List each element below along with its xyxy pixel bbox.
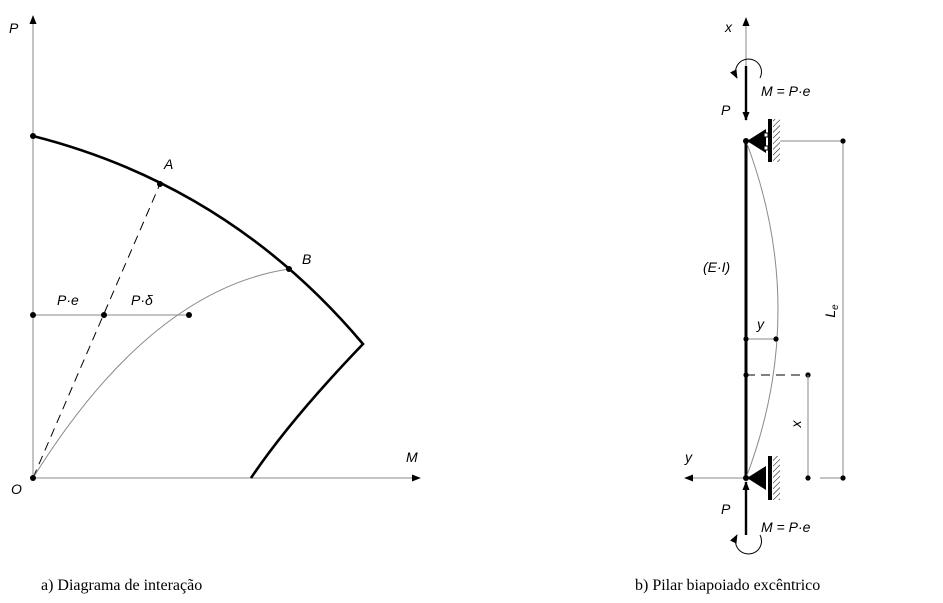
bottom-pin-support bbox=[747, 456, 780, 500]
le-label-sub: e bbox=[830, 304, 841, 310]
caption-b: b) Pilar biapoiado excêntrico bbox=[635, 577, 820, 594]
interaction-curve bbox=[32, 134, 365, 479]
point-b-dot bbox=[286, 266, 292, 272]
deflection-y-left bbox=[743, 336, 749, 342]
caption-a: a) Diagrama de interação bbox=[41, 577, 202, 594]
y-axis-label: y bbox=[684, 449, 693, 465]
stiffness-label: (E·I) bbox=[703, 259, 730, 275]
point-pdelta bbox=[186, 312, 192, 318]
column-diagram: x M = P·e P (E·I) y x bbox=[635, 17, 846, 594]
load-path-curve bbox=[32, 268, 290, 479]
deflection-y-right bbox=[773, 336, 779, 342]
interaction-diagram: P M O A B P·e P·δ a) Diagrama de interaç… bbox=[9, 15, 421, 594]
top-moment-arrow bbox=[730, 58, 762, 79]
point-p-axis-top bbox=[30, 133, 36, 139]
top-load-label: P bbox=[721, 102, 731, 118]
top-moment-label: M = P·e bbox=[761, 83, 811, 99]
point-a-dot bbox=[157, 181, 163, 187]
point-pe bbox=[101, 312, 107, 318]
p-axis-label: P bbox=[9, 20, 19, 36]
le-dimension-bottom bbox=[840, 475, 846, 481]
top-joint bbox=[743, 138, 749, 144]
bottom-moment-label: M = P·e bbox=[761, 519, 811, 535]
m-axis-label: M bbox=[406, 449, 418, 465]
bottom-moment-arrow bbox=[730, 534, 762, 555]
deflected-shape bbox=[745, 140, 779, 479]
le-dimension-top bbox=[840, 138, 846, 144]
le-label-main: L bbox=[822, 310, 838, 318]
top-roller-support bbox=[747, 119, 780, 162]
point-origin bbox=[30, 475, 36, 481]
x-axis-label: x bbox=[724, 19, 733, 35]
dashed-line-oa bbox=[32, 183, 161, 479]
x-dimension-label: x bbox=[788, 420, 804, 429]
bottom-joint bbox=[743, 475, 749, 481]
point-b-label: B bbox=[302, 251, 311, 267]
section-x-left bbox=[743, 372, 749, 378]
pdelta-label: P·δ bbox=[131, 292, 153, 308]
point-a-label: A bbox=[163, 156, 173, 172]
x-dimension-bottom bbox=[805, 475, 811, 481]
le-dimension-label: Le bbox=[822, 304, 841, 318]
origin-label: O bbox=[11, 481, 22, 497]
bottom-load-label: P bbox=[721, 501, 731, 517]
deflection-y-label: y bbox=[756, 316, 765, 332]
point-p-level bbox=[30, 312, 36, 318]
pe-label: P·e bbox=[57, 292, 79, 308]
